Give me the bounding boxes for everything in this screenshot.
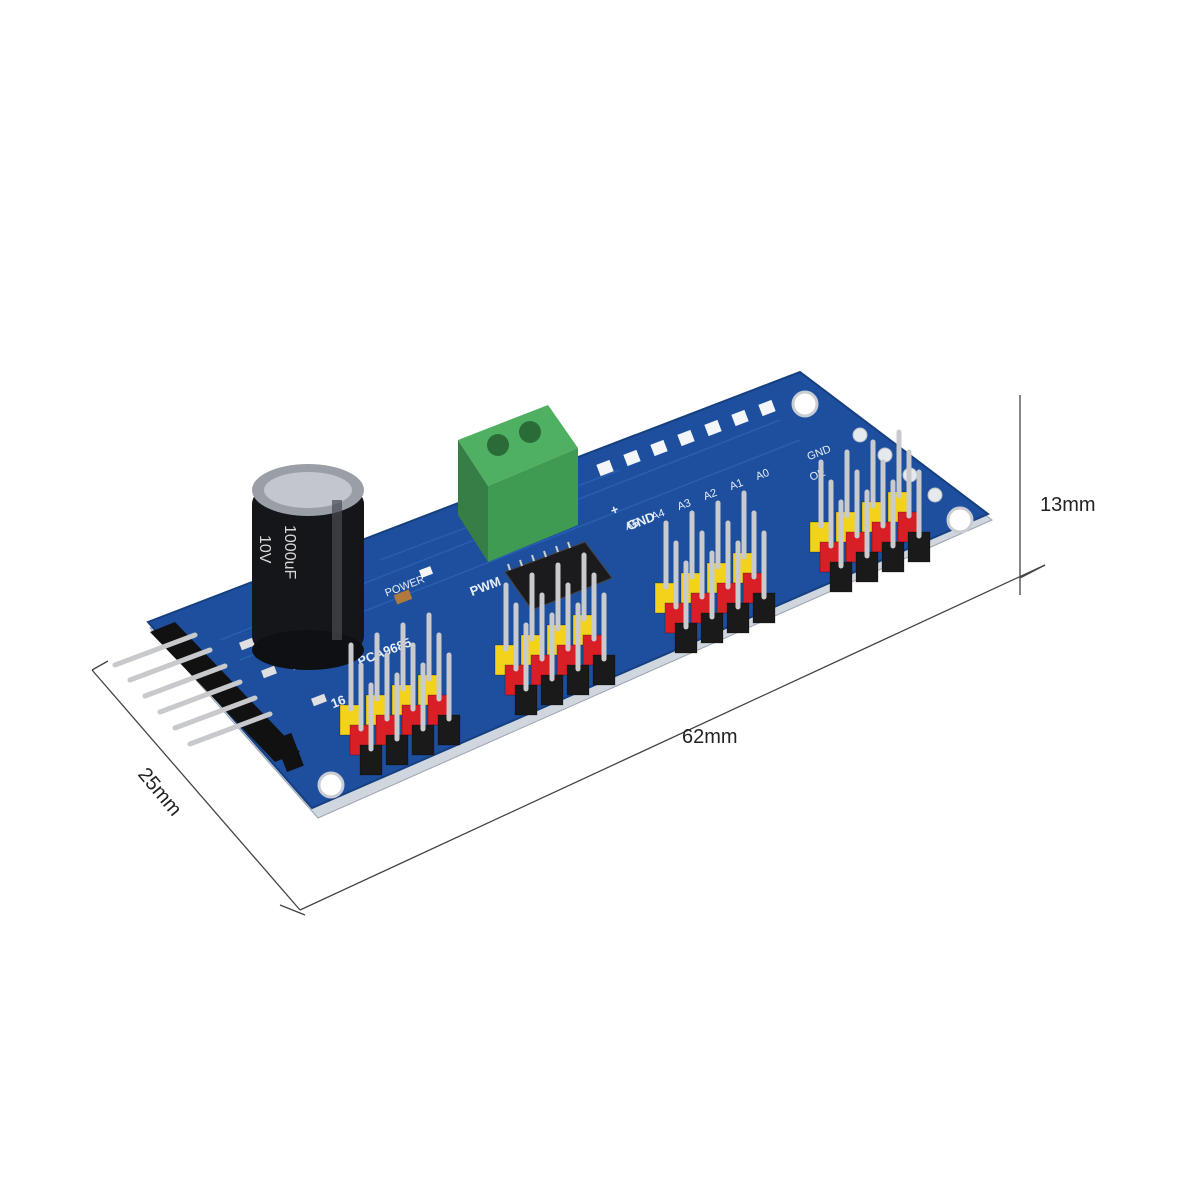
servo-header-bank: [339, 612, 461, 776]
power-led: [418, 566, 434, 578]
edge-pads: [852, 427, 943, 503]
servo-header-bank: [494, 552, 616, 716]
left-header: [112, 622, 304, 773]
mounting-holes: [317, 390, 974, 799]
capacitor-voltage: 10V: [256, 535, 273, 564]
silk-addr-a1: A1: [728, 477, 745, 493]
servo-header-bank: [809, 429, 931, 593]
electrolytic-capacitor: 1000uF 10V: [252, 464, 364, 670]
dimension-width-label: 25mm: [133, 764, 186, 821]
silk-addr-a3: A3: [676, 497, 693, 513]
capacitor-value: 1000uF: [281, 525, 298, 579]
terminal-screw-2: [519, 421, 541, 443]
dimension-length: 62mm: [279, 564, 1046, 916]
silk-addr-a2: A2: [702, 487, 719, 503]
screw-terminal: [458, 405, 578, 562]
servo-header-bank: [654, 490, 776, 654]
dimension-height-label: 13mm: [1040, 494, 1096, 516]
silk-addr-a5: A5: [624, 517, 641, 533]
servo-headers: [339, 429, 931, 776]
terminal-screw-1: [487, 434, 509, 456]
address-jumpers: [596, 399, 776, 477]
silk-addr-a4: A4: [650, 507, 667, 523]
dimension-height: 13mm: [1019, 395, 1096, 595]
silk-addr-a0: A0: [754, 467, 771, 483]
dimension-length-label: 62mm: [682, 726, 738, 748]
